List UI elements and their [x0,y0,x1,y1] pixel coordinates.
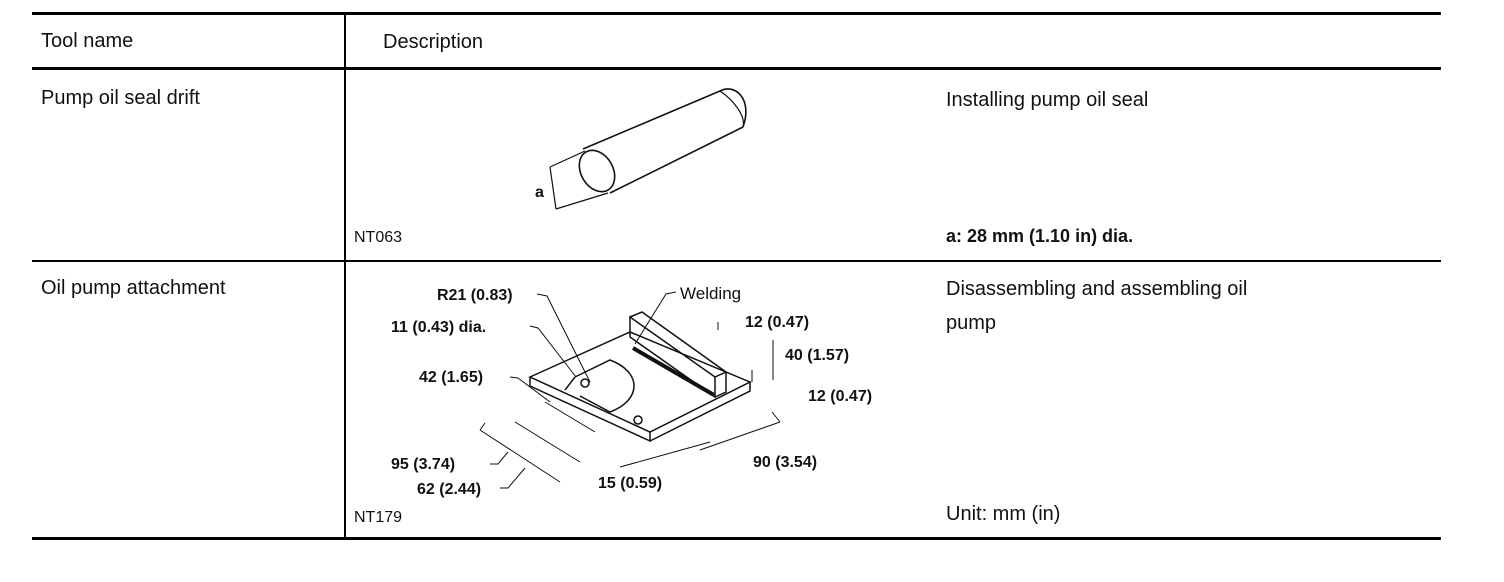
seal-drift-illustration: a [535,88,747,210]
label-40: 40 (1.57) [785,347,849,364]
tool-code-nt063: NT063 [354,229,403,246]
header-description: Description [383,31,484,53]
label-15: 15 (0.59) [598,475,662,492]
dimension-a-label: a [535,184,544,201]
header-tool-name: Tool name [41,30,134,52]
label-90: 90 (3.54) [753,454,817,471]
purpose-row-1: Installing pump oil seal [946,89,1149,111]
label-62: 62 (2.44) [417,481,481,498]
label-12-side: 12 (0.47) [808,388,872,405]
label-r21: R21 (0.83) [437,287,513,304]
oil-pump-attachment-illustration: R21 (0.83) Welding 11 (0.43) dia. 12 (0.… [391,284,872,498]
purpose-row-2-line-2: pump [946,312,997,334]
tool-name-pump-oil-seal-drift: Pump oil seal drift [41,87,200,109]
label-welding: Welding [680,284,741,303]
table-top-rule [32,12,1441,15]
header-bottom-rule [32,67,1441,70]
purpose-row-2-line-1: Disassembling and assembling oil [946,278,1248,300]
label-95: 95 (3.74) [391,456,455,473]
spec-row-1: a: 28 mm (1.10 in) dia. [946,226,1134,246]
tool-name-oil-pump-attachment: Oil pump attachment [41,277,226,299]
row-divider-rule [32,260,1441,262]
unit-note: Unit: mm (in) [946,503,1061,525]
label-42: 42 (1.65) [419,369,483,386]
label-12-top: 12 (0.47) [745,314,809,331]
column-divider [344,14,346,538]
table-bottom-rule [32,537,1441,540]
label-dia-11: 11 (0.43) dia. [391,319,486,336]
tool-code-nt179: NT179 [354,509,403,526]
